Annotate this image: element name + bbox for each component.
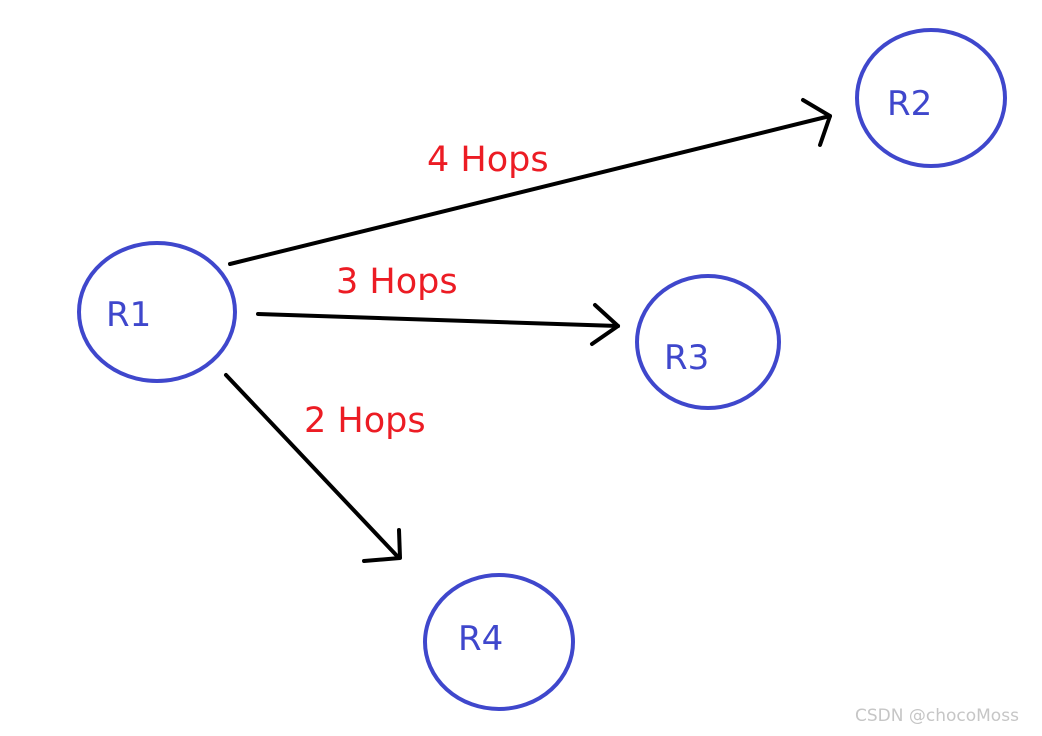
watermark: CSDN @chocoMoss [855,706,1019,726]
node-label-r3: R3 [664,338,709,378]
edge-label-r1-r3: 3 Hops [336,262,458,302]
node-circle-r4 [423,573,575,711]
node-circle-r2 [855,28,1007,168]
arrowhead-r4 [362,528,402,563]
node-r3: R3 [635,274,781,410]
edge-label-r1-r4: 2 Hops [304,401,426,441]
node-label-r4: R4 [458,619,503,659]
edge-r1-r4: 2 Hops [224,373,426,563]
node-r1: R1 [77,241,237,383]
edge-r1-r2: 4 Hops [228,98,832,266]
node-circle-r3 [635,274,781,410]
node-r4: R4 [423,573,575,711]
edge-line-r1-r4 [224,373,400,559]
edge-r1-r3: 3 Hops [256,262,620,346]
arrowhead-r2 [801,98,832,147]
arrowhead-r3 [590,303,620,346]
edge-line-r1-r3 [256,312,620,328]
node-label-r1: R1 [106,295,151,335]
node-circle-r1 [77,241,237,383]
node-label-r2: R2 [887,84,932,124]
edge-label-r1-r2: 4 Hops [427,140,549,180]
edge-line-r1-r2 [228,114,832,266]
node-r2: R2 [855,28,1007,168]
